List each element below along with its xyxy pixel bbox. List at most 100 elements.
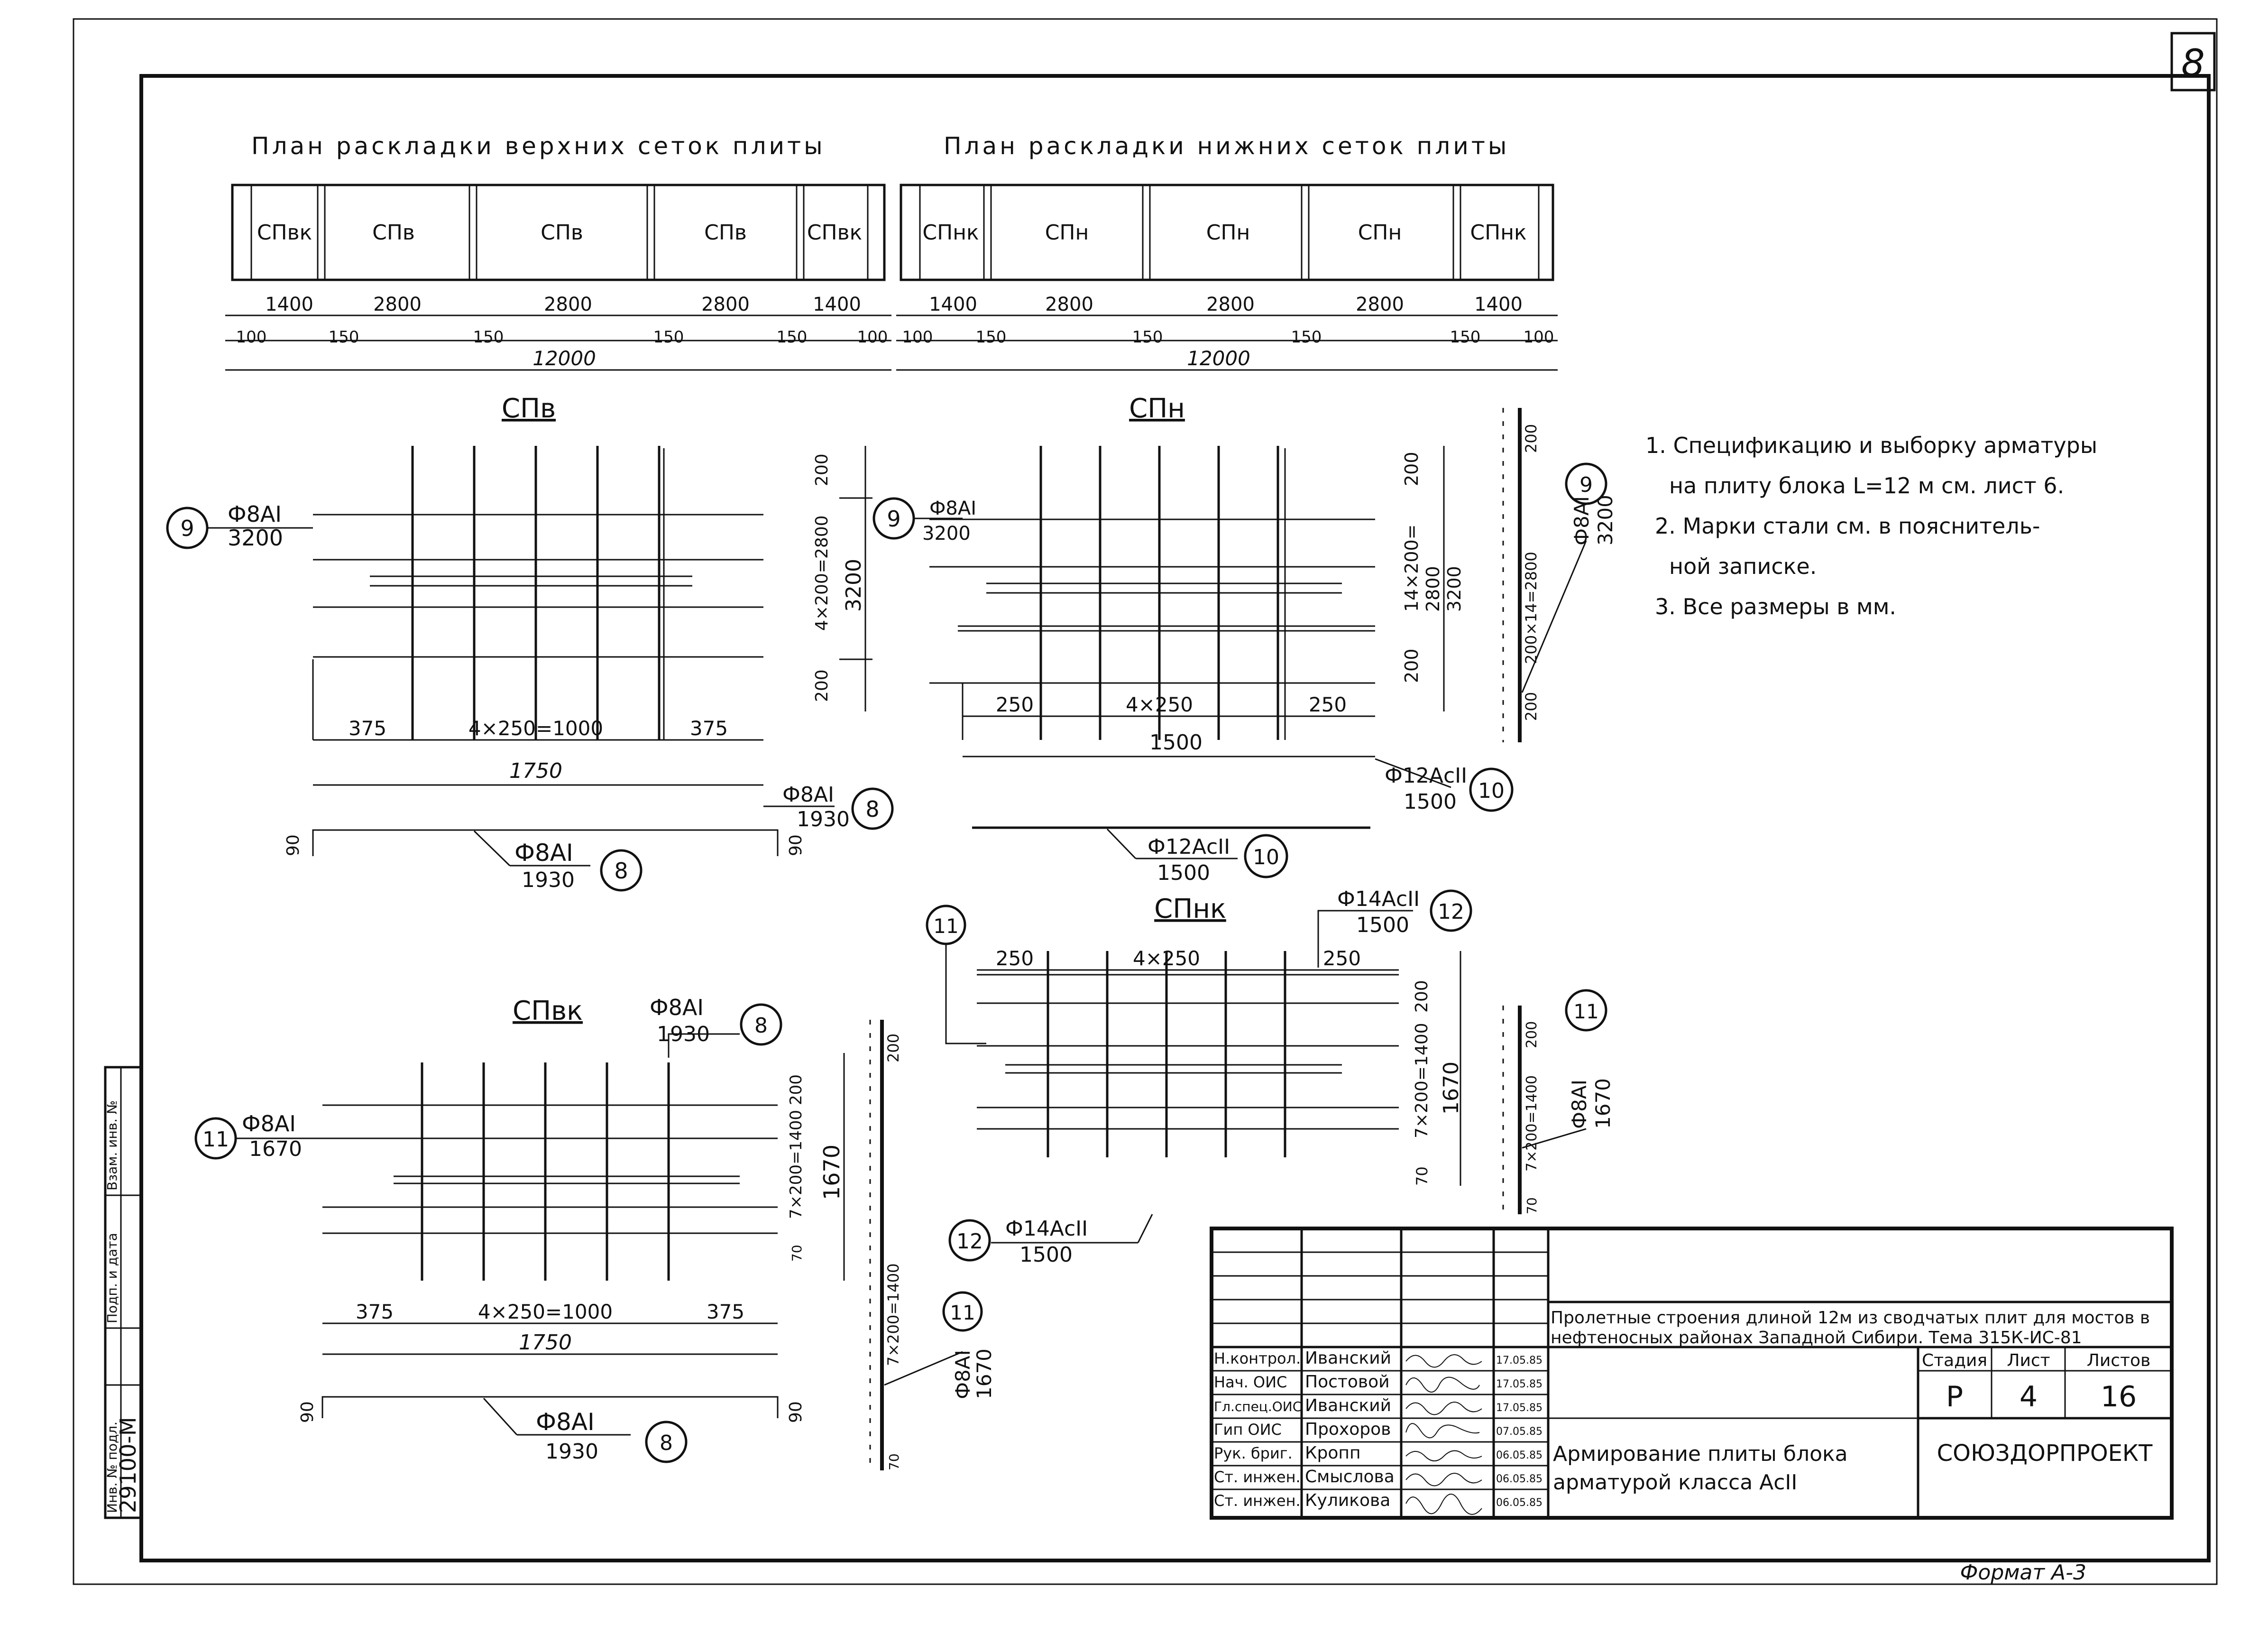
note-line-2: на плиту блока L=12 м см. лист 6. [1669,473,2064,499]
mesh-spn-dimh-2: 4×250 [1126,693,1193,716]
tb-project: Пролетные строения длиной 12м из сводчат… [1551,1308,2150,1328]
mesh-spv-dimv-total: 3200 [842,559,866,612]
side-number: 29100-М [115,1417,141,1513]
tb-date-5: 06.05.85 [1496,1450,1543,1461]
mesh-spn-bar10-label: Ф12АсII [1385,764,1467,788]
note-line-1: 1. Спецификацию и выборку арматуры [1645,433,2097,458]
plan-bottom-cell-2: СПн [1045,221,1089,245]
mesh-spn-dimv-2: 14×200= [1401,524,1422,612]
mesh-spn-sec-label: Ф12АсII [1148,835,1230,859]
plan-bottom: План раскладки нижних сеток плиты СПнк С… [896,132,1558,371]
mesh-spvk-sec-right: 90 [786,1401,806,1423]
plan-top-cell-5: СПвк [807,221,862,245]
mesh-spnk-mark-12-text: 12 [1438,900,1464,924]
mesh-spvk-mark-8-text: 8 [754,1014,768,1038]
mesh-spn-side-dim-2: 200×14=2800 [1522,552,1540,664]
mesh-spv-bar9-len: 3200 [228,525,283,551]
mesh-spv-sec-len: 1930 [522,868,575,892]
mesh-spvk-side-len: 1670 [973,1348,996,1399]
mesh-spv-bar8-label: Ф8АI [782,783,834,807]
signature-1 [1405,1354,1482,1368]
mesh-spnk-side-dim-3: 70 [1524,1197,1540,1214]
mesh-spv-dimh-2: 4×250=1000 [468,717,603,740]
plan-bottom-cell-4: СПн [1358,221,1402,245]
mesh-spv-dim-total: 1750 [509,759,562,783]
side-stamp: Взам. инв. № Подп. и дата Инв. № подл. 2… [104,1066,143,1519]
mesh-spnk-mark-11-text: 11 [933,914,958,938]
mesh-spv-sec-label: Ф8АI [514,839,573,867]
mesh-spvk-side-dim-2: 7×200=1400 [884,1264,902,1366]
mesh-spnk-dimv-1: 200 [1412,980,1432,1013]
signature-4 [1405,1423,1480,1439]
mesh-spv-dimh-1: 375 [349,717,386,740]
title-block: Пролетные строения длиной 12м из сводчат… [1210,1227,2174,1520]
plan-bottom-cell-1: СПнк [922,221,979,245]
mesh-spn-side-dim-1: 200 [1522,424,1540,453]
mesh-spnk-side-label: Ф8АI [1568,1080,1591,1129]
plan-bottom-gap-3: 150 [1132,328,1163,347]
tb-role-1: Н.контрол. [1214,1349,1301,1367]
tb-name-2: Постовой [1305,1372,1390,1392]
tb-role-3: Гл.спец.ОИС [1214,1399,1302,1414]
plan-top-dim-5: 1400 [813,294,861,315]
mesh-spv-dimv-2: 4×200=2800 [812,515,832,631]
mesh-spvk-mark-11-text: 11 [202,1127,229,1152]
mesh-spnk-mark-12 [1430,889,1472,932]
plan-bottom-dim-4: 2800 [1356,294,1404,315]
tb-role-6: Ст. инжен. [1214,1468,1301,1486]
mesh-spvk-side-mark [942,1291,983,1332]
plan-top-cell-4: СПв [704,221,747,245]
tb-project-2: нефтеносных районах Западной Сибири. Тем… [1551,1328,2082,1348]
mesh-spnk-side-dim-2: 7×200=1400 [1524,1075,1540,1172]
tb-date-1: 17.05.85 [1496,1355,1543,1366]
plan-bottom-dim-2: 2800 [1045,294,1093,315]
plan-top: План раскладки верхних сеток плиты СПвк … [225,132,891,371]
mesh-spvk-dimv-total: 1670 [819,1145,845,1200]
mesh-spn-sec-mark-text: 10 [1253,845,1279,869]
mesh-spn-side-mark-text: 9 [1579,473,1593,497]
side-sign: Подп. и дата [104,1233,120,1323]
sheet-number-box [2170,32,2216,92]
mesh-spvk-mark-8 [740,1003,782,1046]
mesh-spn-dimv-5: 200 [1401,648,1422,683]
outer-frame [73,18,2218,1585]
mesh-spv-mark-8-text: 8 [865,796,879,822]
mesh-spv-bar9-label: Ф8АI [228,501,282,527]
mesh-spnk-dimh-2: 4×250 [1133,947,1200,970]
tb-drawing-1: Армирование плиты блока [1553,1442,1848,1466]
mesh-spnk-dimv-3: 70 [1413,1166,1431,1186]
plan-top-dim-4: 2800 [701,294,750,315]
mesh-spnk-bottom-mark [948,1219,991,1262]
mesh-spv-bar8-len: 1930 [797,807,850,831]
mesh-spnk-title: СПнк [1154,894,1226,924]
tb-stage-h: Стадия [1922,1351,1987,1370]
tb-date-3: 17.05.85 [1496,1402,1543,1414]
plan-top-dim-2: 2800 [373,294,422,315]
mesh-spn-dimh-3: 250 [1309,693,1347,716]
plan-bottom-title: План раскладки нижних сеток плиты [944,132,1509,160]
mesh-spn-bar10-len: 1500 [1404,790,1457,814]
plan-bottom-dim-3: 2800 [1206,294,1255,315]
plan-top-dim-1: 1400 [265,294,313,315]
plan-bottom-gap-1: 100 [902,328,933,347]
mesh-spn-dimv-4: 3200 [1444,566,1465,612]
plan-top-gap-4: 150 [653,328,684,347]
tb-role-2: Нач. ОИС [1214,1373,1287,1391]
plan-top-gap-1: 100 [236,328,267,347]
mesh-spvk-dimv-2: 7×200=1400 [787,1110,806,1219]
plan-bottom-total: 12000 [1187,347,1250,370]
tb-name-3: Иванский [1305,1396,1391,1415]
mesh-spn-side-mark [1565,462,1607,505]
mesh-spvk-dim-total: 1750 [519,1330,572,1355]
plan-top-cell-2: СПв [372,221,415,245]
tb-role-4: Гип ОИС [1214,1421,1282,1439]
sheet-number: 8 [2181,42,2205,85]
side-vzam: Взам. инв. № [104,1100,120,1191]
mesh-spn-side-dim-3: 200 [1522,692,1540,721]
inner-frame [139,74,2211,1562]
plan-bottom-gap-4: 150 [1291,328,1322,347]
plan-top-gap-6: 100 [857,328,888,347]
note-line-5: 3. Все размеры в мм. [1655,594,1896,619]
note-line-3: 2. Марки стали см. в пояснитель- [1655,513,2040,539]
